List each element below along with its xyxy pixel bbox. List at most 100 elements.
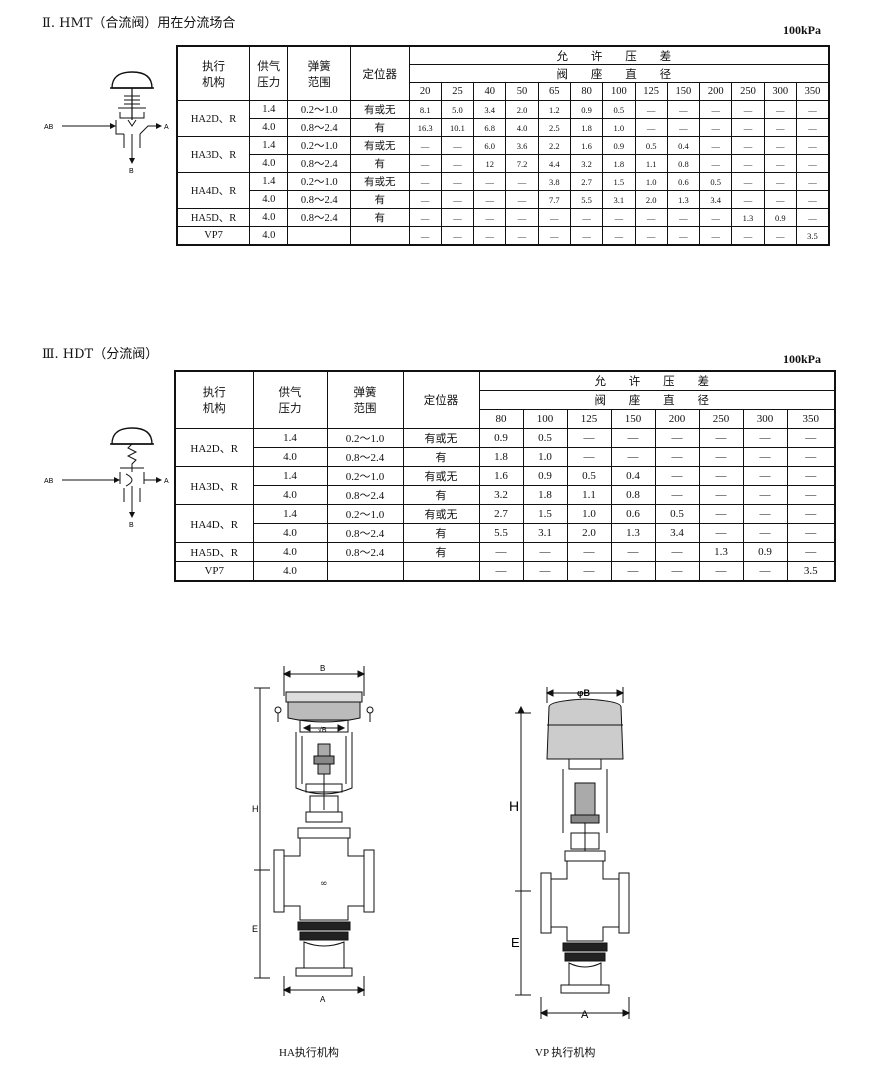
value-cell: 3.1	[522, 523, 568, 543]
value-cell: —	[731, 118, 765, 137]
supply-cell: 1.4	[249, 136, 289, 155]
diameter-cell: 50	[505, 82, 539, 101]
value-cell: 10.1	[440, 118, 475, 137]
diameter-cell: 350	[786, 409, 836, 429]
value-cell: —	[795, 172, 830, 191]
value-cell: —	[763, 226, 797, 246]
value-cell: —	[610, 428, 656, 448]
positioner-cell: 有	[402, 542, 480, 562]
value-cell: —	[786, 485, 836, 505]
positioner-cell	[350, 226, 410, 246]
ha-actuator-caption: HA执行机构	[279, 1047, 339, 1059]
value-cell: —	[610, 561, 656, 582]
diameter-cell: 200	[654, 409, 700, 429]
value-cell: —	[699, 154, 733, 173]
diameter-cell: 20	[408, 82, 442, 101]
value-cell: 0.9	[602, 136, 636, 155]
dim-h-label: H	[509, 798, 519, 814]
value-cell: 0.5	[634, 136, 668, 155]
diameter-cell: 150	[666, 82, 701, 101]
spring-cell: 0.2～1.0	[326, 504, 404, 524]
spring-cell: 0.8～2.4	[287, 208, 352, 227]
value-cell: 0.6	[666, 172, 701, 191]
positioner-cell: 有或无	[402, 466, 480, 486]
supply-cell: 1.4	[252, 466, 328, 486]
value-cell: —	[634, 208, 668, 227]
dim-h-label: H	[252, 804, 259, 814]
value-cell: —	[795, 190, 830, 209]
value-cell: 0.9	[569, 100, 604, 119]
value-cell: —	[473, 190, 507, 209]
spring-header-line: 范围	[307, 76, 331, 89]
diameter-cell: 65	[537, 82, 571, 101]
value-cell: 1.0	[522, 447, 568, 467]
spring-header: 弹簧范围	[326, 370, 404, 429]
value-cell: —	[786, 428, 836, 448]
dim-phi-b-label: φB	[577, 688, 590, 698]
value-cell: 3.8	[537, 172, 571, 191]
svg-text:∞: ∞	[320, 879, 328, 889]
positioner-cell	[402, 561, 480, 582]
positioner-cell: 有或无	[402, 504, 480, 524]
value-cell: 2.0	[634, 190, 668, 209]
positioner-cell: 有	[402, 447, 480, 467]
diameter-cell: 25	[440, 82, 475, 101]
value-cell: —	[505, 226, 539, 246]
positioner-cell: 有或无	[350, 136, 410, 155]
diameter-cell: 350	[795, 82, 830, 101]
supply-cell: 4.0	[252, 542, 328, 562]
value-cell: —	[440, 154, 475, 173]
value-cell: —	[478, 561, 524, 582]
supply-cell: 4.0	[249, 118, 289, 137]
value-cell: —	[440, 226, 475, 246]
value-cell: 0.5	[699, 172, 733, 191]
supply-cell: 1.4	[249, 172, 289, 191]
supply-header: 供气压力	[252, 370, 328, 429]
supply-cell: 4.0	[249, 190, 289, 209]
spring-cell: 0.2～1.0	[326, 466, 404, 486]
value-cell: —	[440, 190, 475, 209]
value-cell: —	[795, 100, 830, 119]
value-cell: —	[763, 190, 797, 209]
value-cell: —	[699, 208, 733, 227]
value-cell: —	[699, 136, 733, 155]
value-cell: 3.4	[699, 190, 733, 209]
header-row: 执行机构供气压力弹簧范围定位器允 许 压 差	[174, 370, 836, 429]
value-cell: —	[666, 118, 701, 137]
supply-cell: 4.0	[252, 561, 328, 582]
header-row: 执行机构供气压力弹簧范围定位器允 许 压 差	[176, 45, 830, 101]
value-cell: 3.5	[786, 561, 836, 582]
value-cell: —	[566, 447, 612, 467]
diameter-cell: 200	[699, 82, 733, 101]
value-cell: —	[742, 466, 788, 486]
spring-cell: 0.8～2.4	[326, 523, 404, 543]
positioner-header-line: 定位器	[362, 68, 398, 81]
diameter-cell: 250	[731, 82, 765, 101]
value-cell: 2.2	[537, 136, 571, 155]
value-cell: —	[505, 172, 539, 191]
supply-cell: 1.4	[249, 100, 289, 119]
positioner-cell: 有或无	[402, 428, 480, 448]
value-cell: 5.5	[478, 523, 524, 543]
value-cell: —	[763, 100, 797, 119]
value-cell: —	[610, 542, 656, 562]
value-cell: —	[786, 447, 836, 467]
actuator-header-line: 执行	[202, 387, 226, 399]
positioner-cell: 有或无	[350, 100, 410, 119]
value-cell: —	[566, 428, 612, 448]
value-cell: 1.0	[602, 118, 636, 137]
spring-header-line: 弹簧	[353, 387, 377, 399]
spring-cell: 0.2～1.0	[287, 136, 352, 155]
actuator-cell: HA2D、R	[174, 428, 254, 467]
value-cell: 1.3	[666, 190, 701, 209]
actuator-cell: HA5D、R	[174, 542, 254, 562]
actuator-cell: HA4D、R	[174, 504, 254, 543]
value-cell: 0.5	[522, 428, 568, 448]
section-3-title: Ⅲ. HDT（分流阀）	[42, 347, 159, 362]
